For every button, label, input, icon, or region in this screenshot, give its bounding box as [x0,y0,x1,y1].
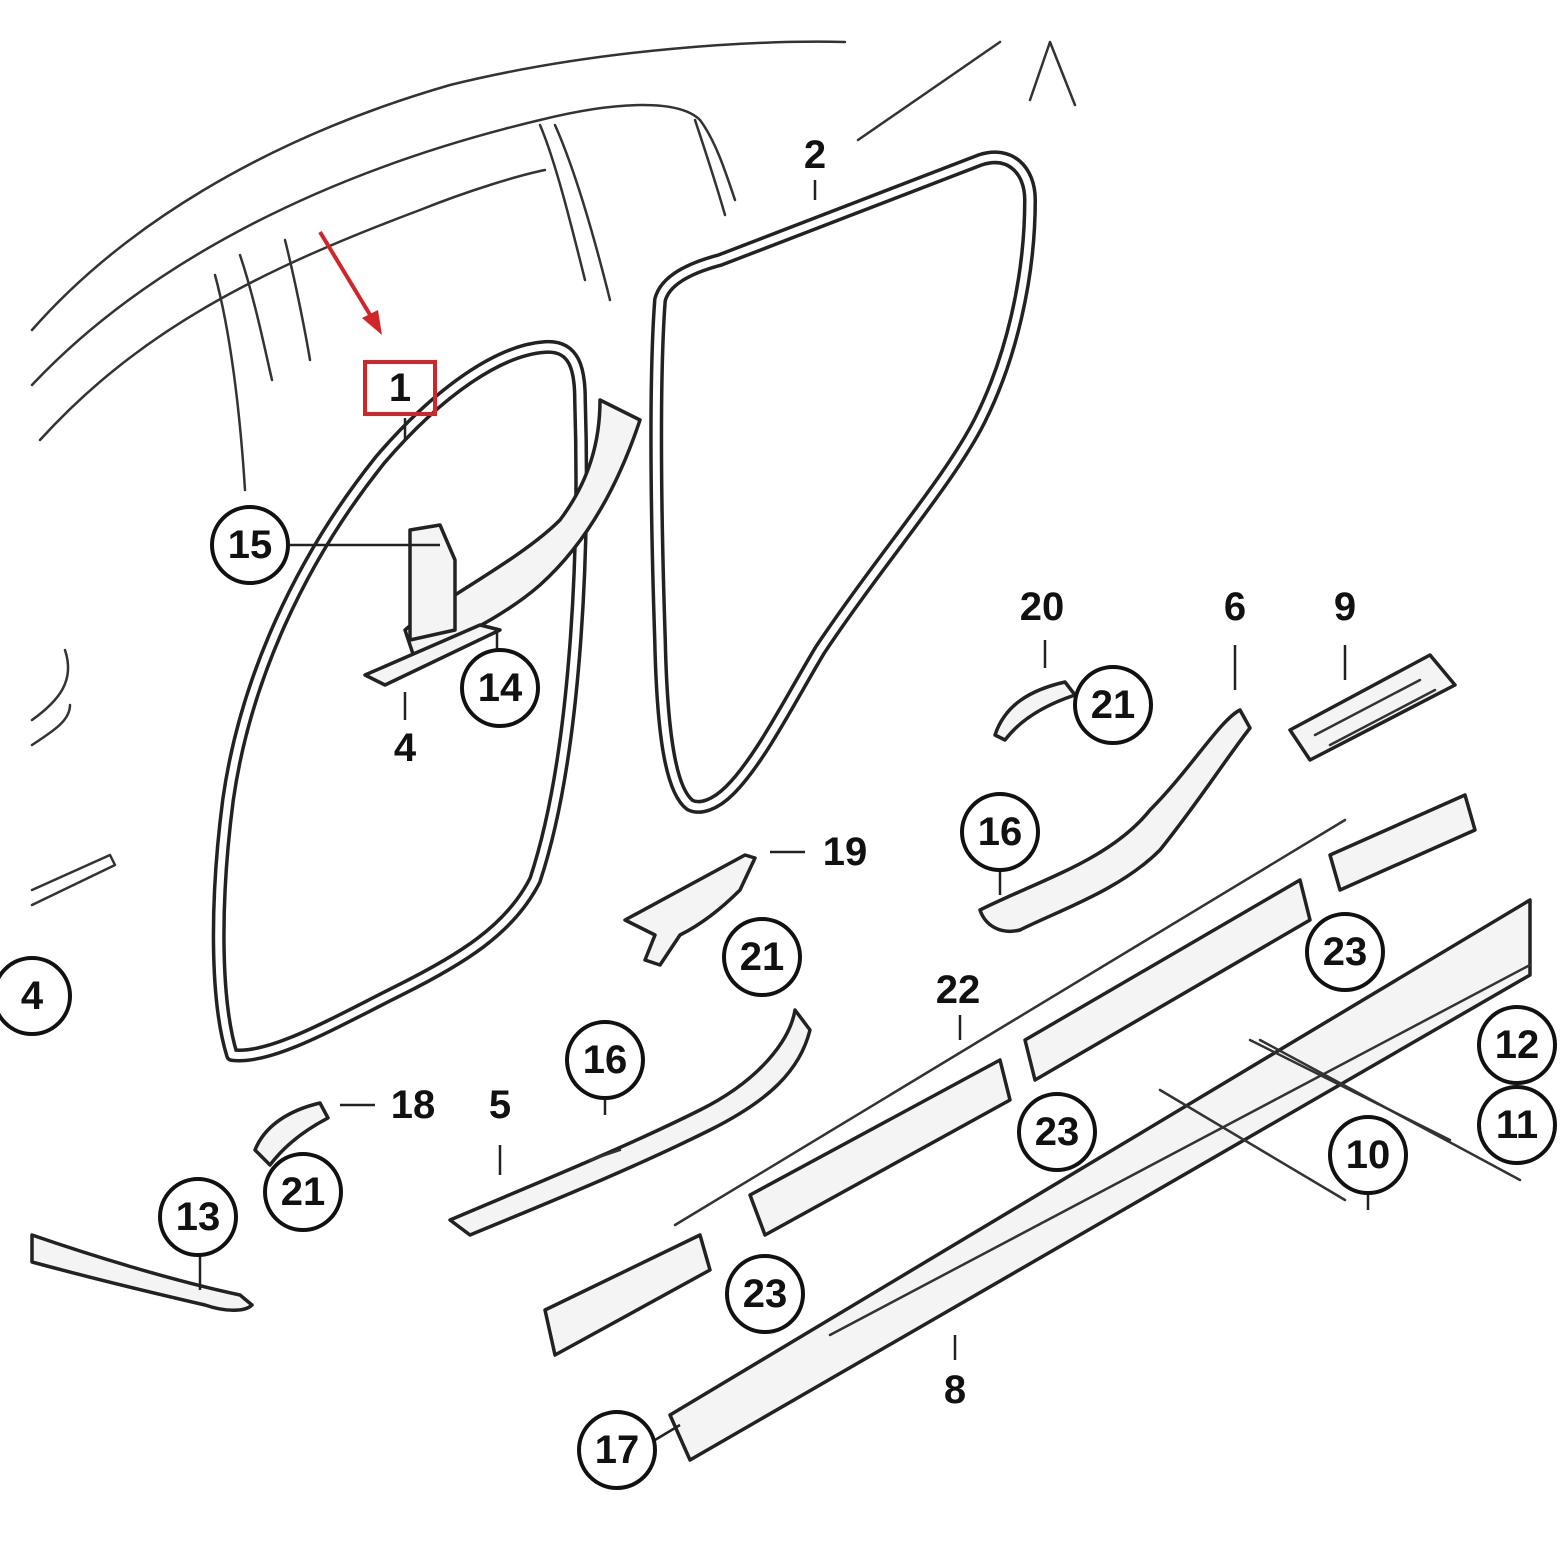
callout-20: 20 [1020,585,1065,629]
car-body-outline [30,40,1077,907]
callout-14: 14 [460,648,540,728]
callout-22: 22 [936,968,981,1012]
callout-6: 6 [1224,585,1246,629]
callout-8: 8 [944,1368,966,1412]
leader-lines [198,180,1370,1442]
svg-text:15: 15 [228,523,273,567]
highlight-arrow [318,230,382,335]
front-sill-entry-strip [448,1008,812,1237]
callout-21-upper: 21 [1073,665,1153,745]
side-strip-13 [30,1233,254,1312]
side-skirt [668,898,1532,1462]
callout-12: 12 [1477,1005,1557,1085]
callout-9: 9 [1334,585,1356,629]
front-door-seal [211,339,589,1063]
callout-15: 15 [210,505,290,585]
callout-5: 5 [489,1083,511,1127]
callout-21-middle: 21 [722,917,802,997]
rear-door-seal [649,150,1037,814]
svg-text:4: 4 [21,974,44,1018]
small-bracket-upper [993,680,1077,742]
svg-text:17: 17 [595,1428,640,1472]
callout-18: 18 [391,1083,436,1127]
clip-block [1288,653,1457,762]
callout-10: 10 [1328,1115,1408,1195]
callout-16-upper: 16 [960,792,1040,872]
svg-text:13: 13 [176,1195,221,1239]
callout-16-lower: 16 [565,1020,645,1100]
svg-text:16: 16 [583,1038,628,1082]
callout-4: 4 [394,726,417,770]
callout-23-middle: 23 [1017,1092,1097,1172]
svg-text:23: 23 [1323,930,1368,974]
svg-text:21: 21 [1091,683,1136,727]
svg-text:1: 1 [389,366,411,410]
callout-23-right: 23 [1305,912,1385,992]
callout-11: 11 [1477,1085,1557,1165]
svg-text:23: 23 [743,1272,788,1316]
svg-text:10: 10 [1346,1133,1391,1177]
svg-text:12: 12 [1495,1023,1540,1067]
rear-sill-entry-strip [978,708,1252,933]
callout-2: 2 [804,133,826,177]
svg-text:21: 21 [740,935,785,979]
svg-text:16: 16 [978,810,1023,854]
svg-text:23: 23 [1035,1110,1080,1154]
callout-1: 1 [363,360,437,416]
b-pillar-trim [403,398,642,662]
callout-4-left: 4 [0,956,72,1036]
callout-21-lower: 21 [263,1152,343,1232]
sill-support-assembly [543,793,1477,1357]
bracket-19 [623,853,757,967]
callout-23-lower: 23 [725,1254,805,1334]
callout-17: 17 [577,1410,657,1490]
svg-text:11: 11 [1496,1103,1538,1147]
bracket-18 [253,1101,330,1167]
callout-13: 13 [158,1177,238,1257]
lower-trim-strip [363,623,502,687]
skirt-brackets [1158,1038,1522,1202]
svg-text:21: 21 [281,1170,326,1214]
callout-19: 19 [823,830,868,874]
svg-text:14: 14 [478,666,523,710]
